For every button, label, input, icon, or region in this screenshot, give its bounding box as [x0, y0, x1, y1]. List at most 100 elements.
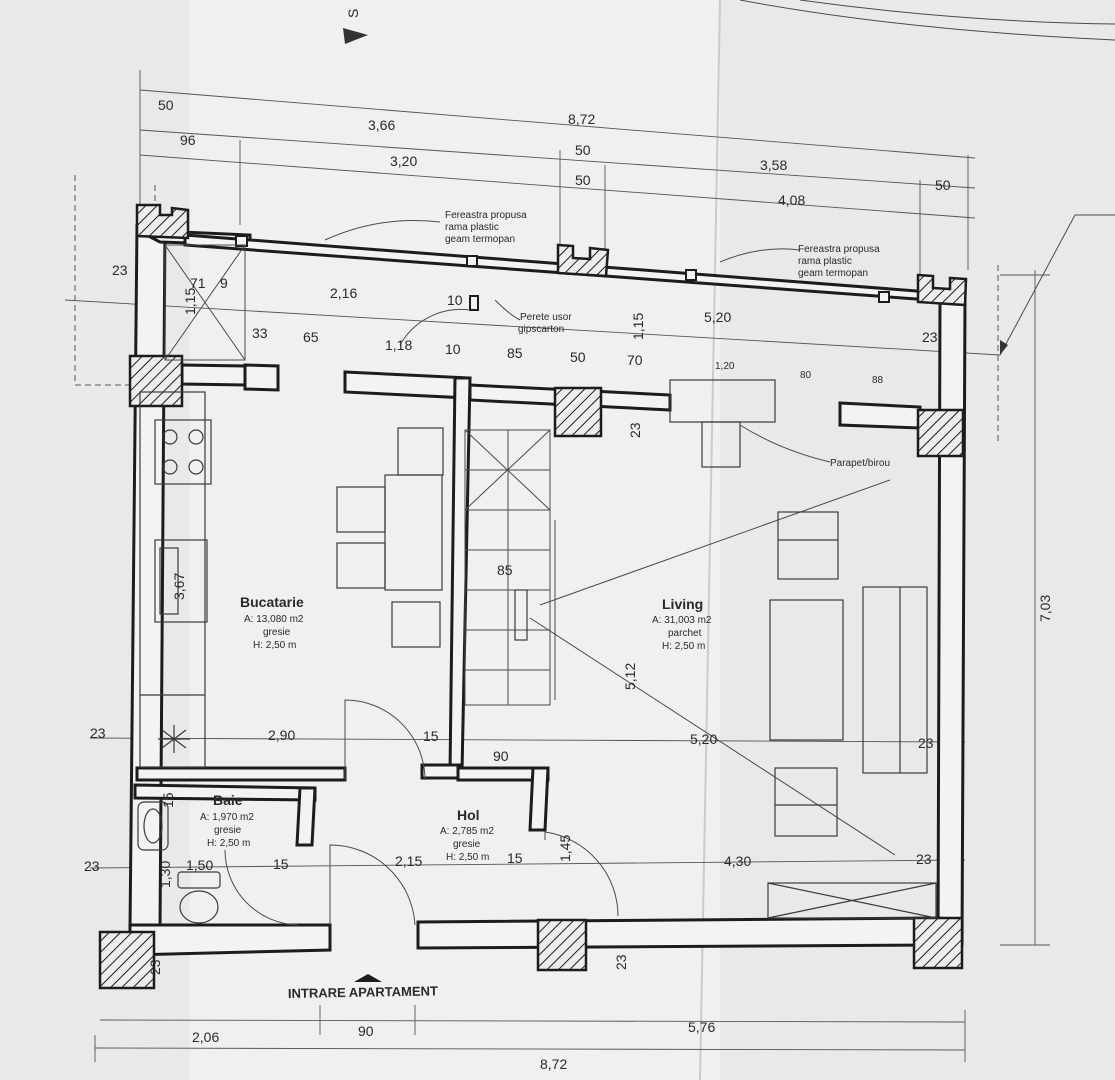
paper-fold: [699, 0, 721, 1080]
top-dimension-labels: 50 3,66 8,72 96 3,20 50 50 3,58 4,08 50: [158, 97, 951, 208]
top-dimension-lines: [139, 70, 976, 275]
room-height: H: 2,50 m: [662, 641, 705, 652]
dim-label: 1,15: [182, 288, 198, 315]
room-floor: parchet: [668, 628, 702, 639]
dim-label: 23: [90, 725, 106, 741]
dim-label: 3,20: [390, 153, 417, 169]
note-line: Perete usor: [520, 312, 572, 323]
room-name: Baie: [213, 792, 243, 808]
lower-dimension-labels: 23 2,90 15 90 5,20 23 15 1,45 23 1,30 1,…: [84, 725, 934, 975]
structural-columns: [98, 203, 968, 990]
dim-label: 50: [575, 172, 591, 188]
room-name: Bucatarie: [240, 594, 304, 610]
dim-label: 1,15: [630, 313, 646, 340]
note-line: Fereastra propusa: [445, 210, 527, 221]
dim-label: 4,08: [778, 192, 805, 208]
dim-label: 33: [252, 325, 268, 341]
dim-label: 88: [872, 375, 884, 386]
bottom-dimension-lines: [94, 1005, 966, 1062]
dim-label: 3,58: [760, 157, 787, 173]
leader-arrow: [999, 214, 1115, 356]
side-dimension-lines: [64, 270, 1050, 946]
dim-label: 5,20: [704, 309, 731, 325]
room-floor: gresie: [214, 825, 242, 836]
staircase: [464, 429, 896, 856]
window-note-1: Fereastra propusa rama plastic geam term…: [445, 210, 527, 245]
dim-label: 23: [922, 329, 938, 345]
annotation-arrows: [324, 220, 831, 463]
dim-label: 2,90: [268, 727, 295, 743]
dim-label: 4,30: [724, 853, 751, 869]
dim-label: 50: [935, 177, 951, 193]
note-line: gipscarton: [518, 324, 564, 335]
dim-label: 85: [507, 345, 523, 361]
north-marker: S: [343, 9, 368, 44]
room-floor: gresie: [453, 839, 481, 850]
dim-label: 15: [423, 728, 439, 744]
dim-label: 3,66: [368, 117, 395, 133]
bath-fixtures: [137, 801, 221, 924]
room-label-hall: Hol A: 2,785 m2 gresie H: 2,50 m: [440, 807, 494, 863]
dim-label: 23: [916, 851, 932, 867]
room-label-bath: Baie A: 1,970 m2 gresie H: 2,50 m: [200, 792, 254, 849]
dim-label: 1,18: [385, 337, 412, 353]
room-area: A: 13,080 m2: [244, 614, 304, 625]
dim-label: 1,45: [557, 835, 573, 862]
dim-label: 10: [445, 341, 461, 357]
border-arc: [739, 0, 1115, 41]
dim-label: 23: [613, 954, 629, 970]
room-floor: gresie: [263, 627, 291, 638]
dim-label: 90: [493, 748, 509, 764]
bottom-dimension-labels: 2,06 90 5,76 8,72: [192, 1019, 715, 1072]
dim-label: 23: [147, 959, 163, 975]
window-note-2: Fereastra propusa rama plastic geam term…: [798, 244, 880, 279]
dim-label: 80: [800, 370, 812, 381]
dim-label: 8,72: [540, 1056, 567, 1072]
dim-label: 15: [160, 792, 176, 808]
shaft: [164, 244, 246, 361]
dim-label: 50: [575, 142, 591, 158]
dim-label: 65: [303, 329, 319, 345]
room-area: A: 2,785 m2: [440, 826, 494, 837]
note-line: geam termopan: [445, 234, 515, 245]
room-name: Hol: [457, 807, 480, 823]
dim-label: 10: [447, 292, 463, 308]
dim-label: 85: [497, 562, 513, 578]
dim-label: 23: [918, 735, 934, 751]
room-label-kitchen: Bucatarie A: 13,080 m2 gresie H: 2,50 m: [240, 594, 304, 651]
window-posts: [235, 235, 890, 311]
note-line: Fereastra propusa: [798, 244, 880, 255]
dim-label: 5,20: [690, 731, 717, 747]
dim-label: 5,76: [688, 1019, 715, 1035]
dim-label: 70: [627, 352, 643, 368]
dim-label: 71: [190, 275, 206, 291]
room-area: A: 1,970 m2: [200, 812, 254, 823]
dim-label: 50: [570, 349, 586, 365]
dim-label: 1,50: [186, 857, 213, 873]
room-name: Living: [662, 596, 703, 612]
dim-label: 50: [158, 97, 174, 113]
note-line: rama plastic: [798, 256, 852, 267]
entrance-label: INTRARE APARTAMENT: [288, 983, 438, 1001]
dim-label: 8,72: [568, 111, 595, 127]
dim-label: 96: [180, 132, 196, 148]
dashed-outline: [74, 175, 130, 386]
room-height: H: 2,50 m: [446, 852, 489, 863]
doors: [224, 308, 619, 926]
note-line: geam termopan: [798, 268, 868, 279]
room-height: H: 2,50 m: [253, 640, 296, 651]
partition-note: Perete usor gipscarton: [518, 312, 572, 335]
dim-label: 15: [507, 850, 523, 866]
parapet-note: Parapet/birou: [830, 458, 890, 469]
dim-label: 2,06: [192, 1029, 219, 1045]
dim-label: 15: [273, 856, 289, 872]
room-label-living: Living A: 31,003 m2 parchet H: 2,50 m: [652, 596, 712, 652]
dim-label: 5,12: [622, 663, 638, 690]
entrance-marker: INTRARE APARTAMENT: [288, 974, 438, 1001]
room-area: A: 31,003 m2: [652, 615, 712, 626]
border-arc: [799, 0, 1115, 25]
dim-label: 2,15: [395, 853, 422, 869]
dim-label: 23: [84, 858, 100, 874]
